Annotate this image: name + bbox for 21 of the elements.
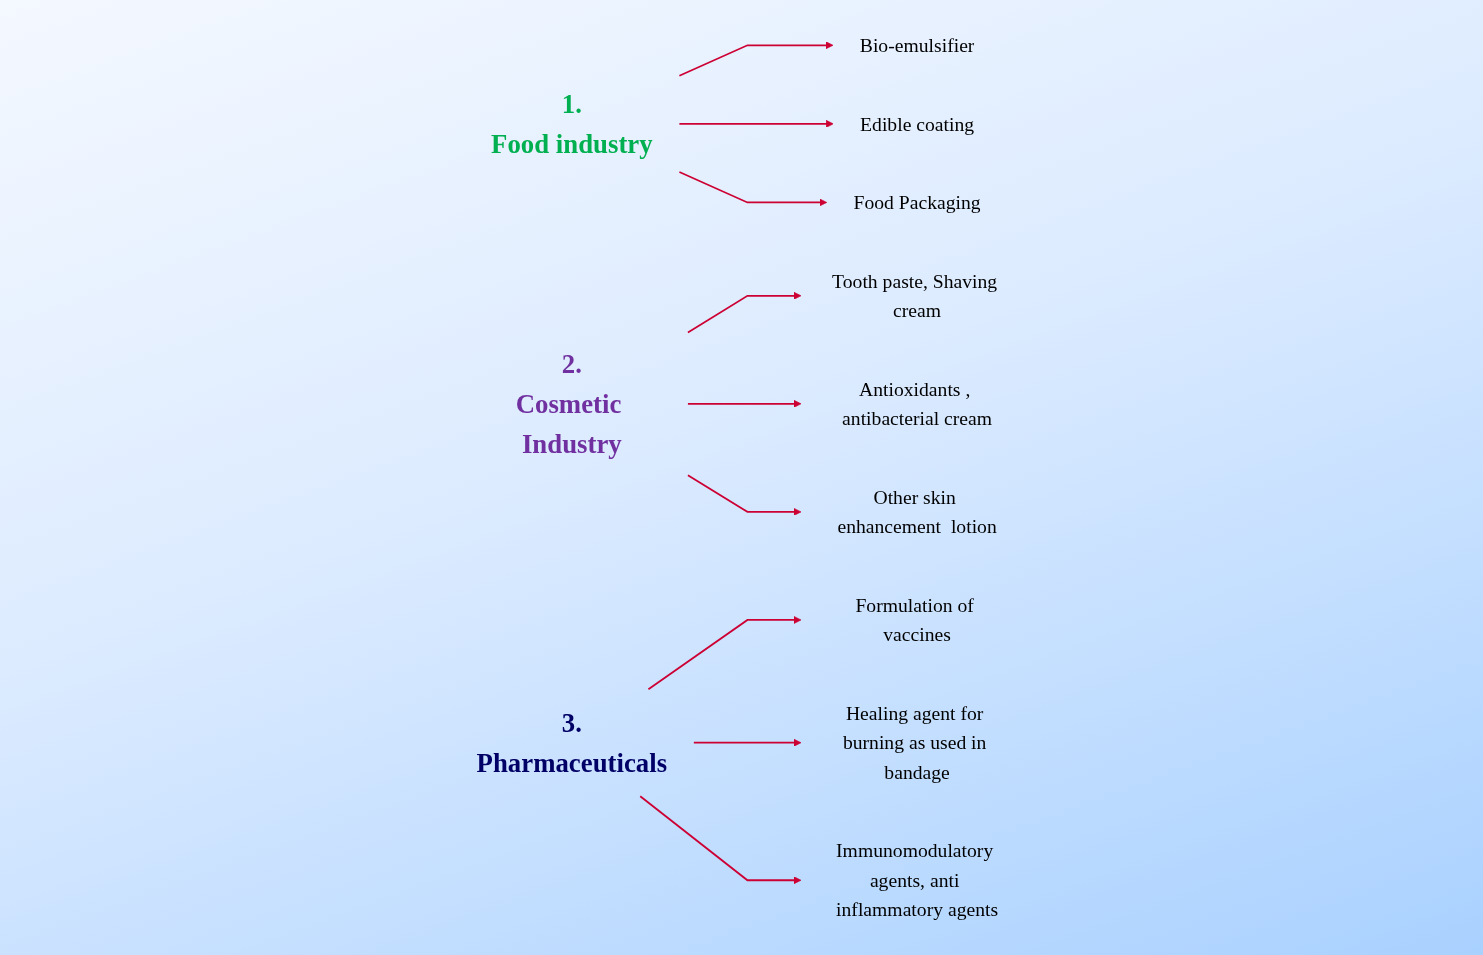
- arrow: [639, 795, 802, 885]
- arrow: [647, 616, 802, 691]
- arrow: [692, 738, 802, 747]
- node-text: Food Packaging: [853, 191, 981, 214]
- node-text: 3. Pharmaceuticals: [476, 707, 668, 778]
- node-text: Other skin enhancement lotion: [837, 485, 997, 538]
- arrow: [678, 119, 834, 128]
- node-text: Healing agent for burning as used in bandage: [842, 702, 987, 784]
- node-text: Formulation of vaccines: [855, 594, 974, 646]
- node-text: Immunomodulatory agents, anti inflammatory agents: [836, 839, 999, 921]
- node-text: Edible coating: [860, 112, 975, 136]
- node-text: Antioxidants , antibacterial cream: [842, 377, 993, 430]
- arrow: [687, 399, 802, 408]
- arrow: [687, 291, 802, 334]
- arrow: [678, 171, 828, 207]
- arrow: [687, 474, 802, 516]
- node-text: Tooth paste, Shaving cream: [832, 269, 998, 322]
- arrow: [678, 41, 834, 77]
- node-text: Bio-emulsifier: [859, 34, 975, 57]
- node-text: 2. Cosmetic Industry: [515, 348, 622, 459]
- node-text: 1. Food industry: [491, 89, 653, 159]
